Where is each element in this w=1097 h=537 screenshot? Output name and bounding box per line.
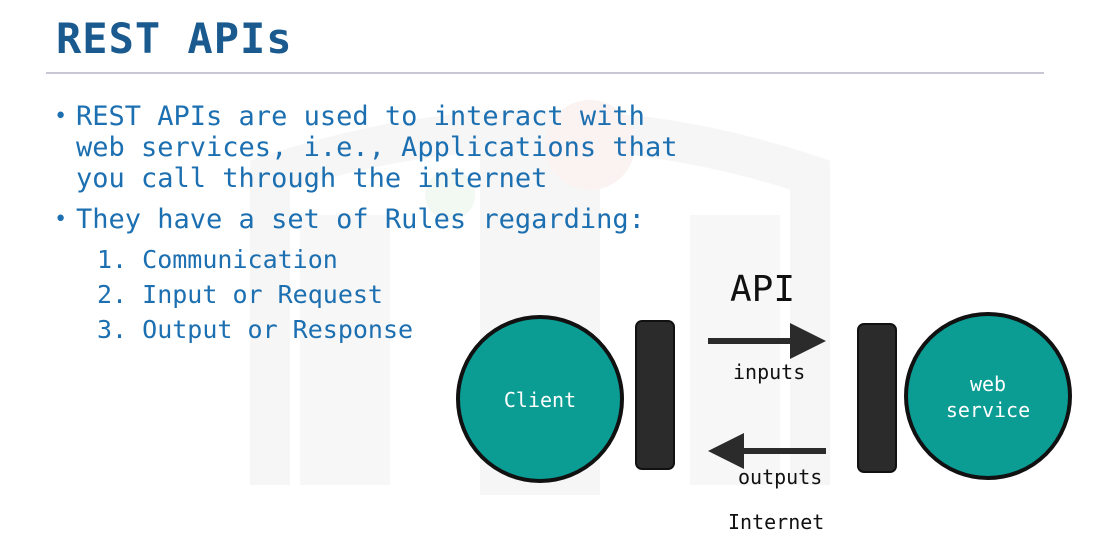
outputs-label: outputs — [738, 465, 823, 489]
background-watermark-graphic — [250, 100, 830, 495]
bullet-item: • REST APIs are used to interact with we… — [54, 101, 754, 194]
numbered-item: 1. Communication — [97, 245, 338, 274]
client-label: Client — [503, 388, 577, 412]
service-api-bar — [857, 323, 897, 473]
client-circle — [456, 315, 624, 483]
api-label: API — [730, 269, 796, 310]
numbered-item: 3. Output or Response — [97, 315, 414, 344]
bullet-line: REST APIs are used to interact with — [76, 101, 645, 132]
bullet-line: They have a set of Rules regarding: — [76, 204, 645, 235]
numbered-list: 1. Communication 2. Input or Request 3. … — [97, 242, 413, 347]
numbered-item: 2. Input or Request — [97, 280, 383, 309]
internet-label: Internet — [728, 510, 825, 534]
title-divider — [46, 72, 1044, 74]
web-service-label-line: service — [945, 398, 1031, 422]
web-service-label: web service — [918, 371, 1058, 423]
bullet-list: • REST APIs are used to interact with we… — [54, 101, 754, 245]
bullet-dot-icon: • — [54, 104, 68, 129]
bullet-line: you call through the internet — [76, 163, 548, 194]
bullet-item: • They have a set of Rules regarding: — [54, 204, 754, 235]
web-service-label-line: web — [969, 372, 1007, 396]
client-api-bar — [635, 320, 675, 470]
bullet-dot-icon: • — [54, 207, 68, 232]
web-service-circle — [904, 312, 1072, 480]
inputs-label: inputs — [733, 360, 806, 384]
slide-title: REST APIs — [56, 14, 293, 63]
bullet-line: web services, i.e., Applications that — [76, 132, 678, 163]
